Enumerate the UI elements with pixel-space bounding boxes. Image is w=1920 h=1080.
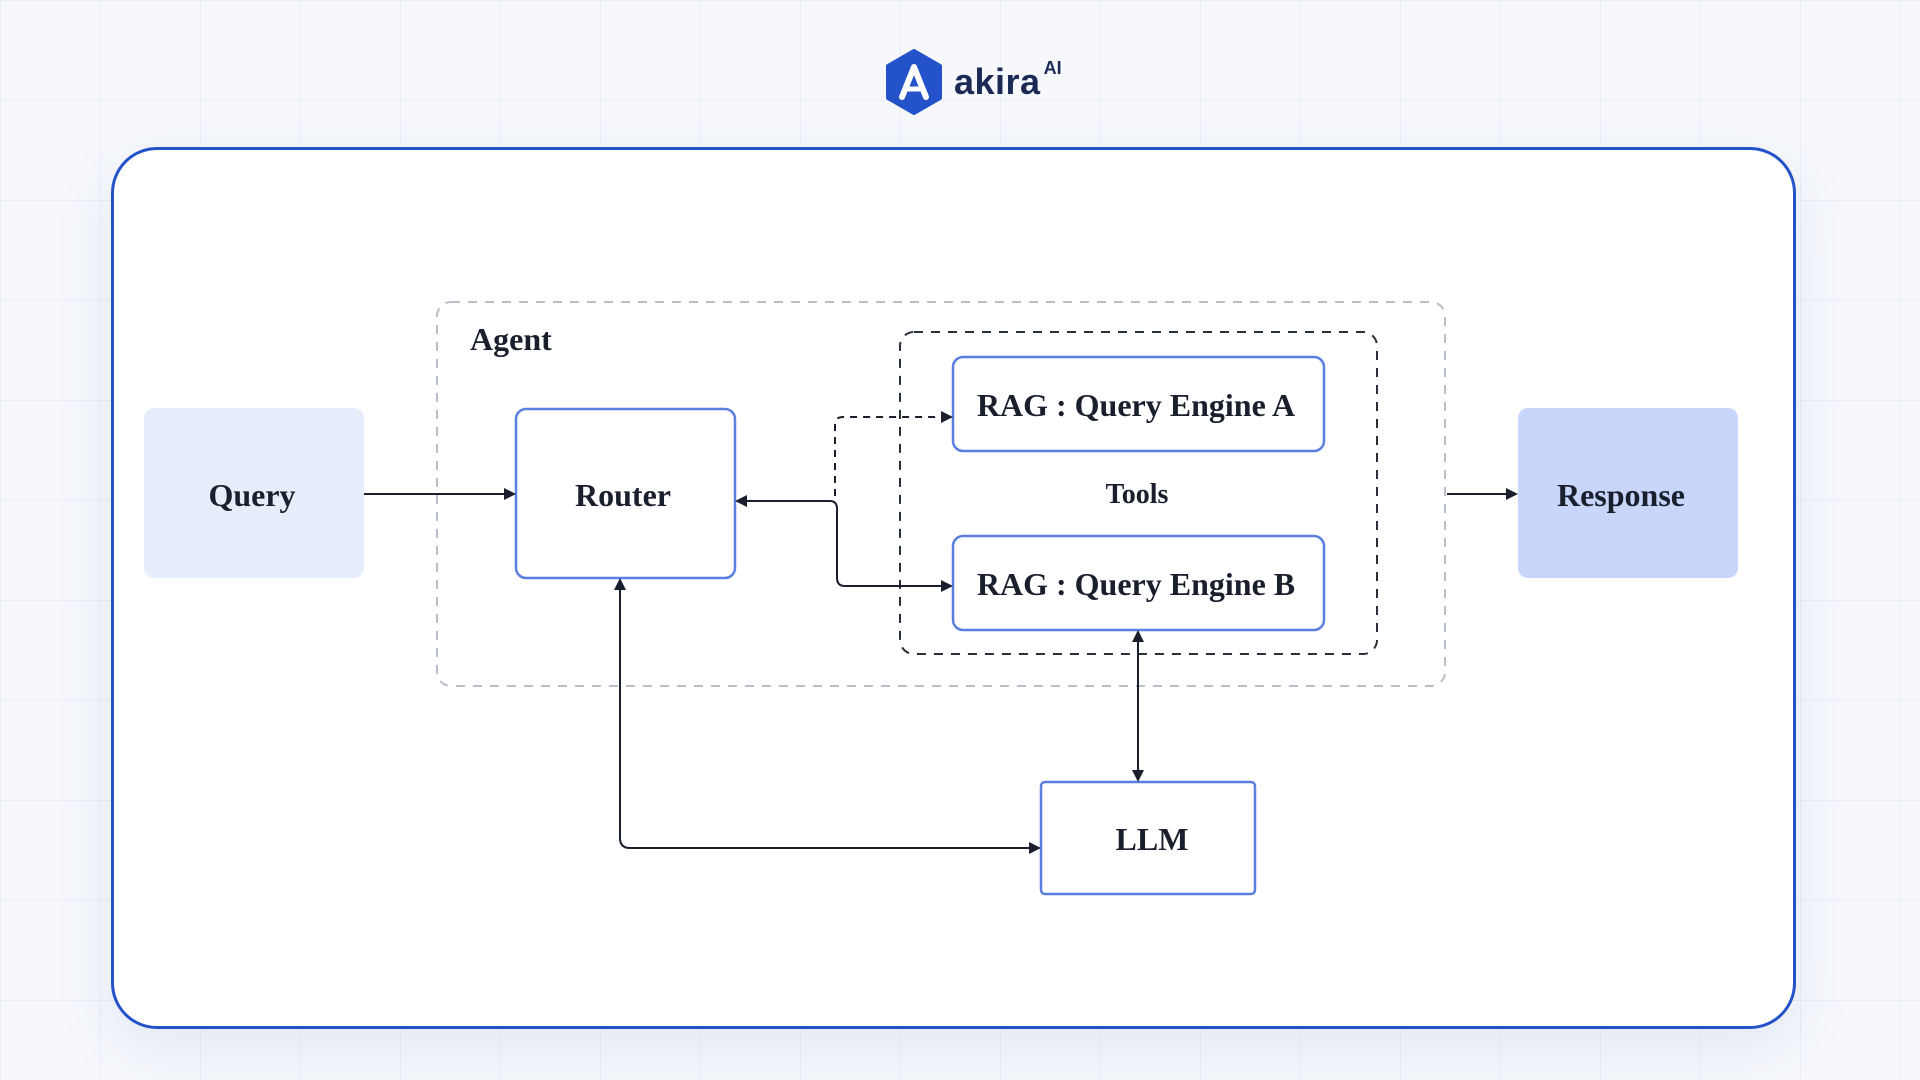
query-engine-a-label: RAG : Query Engine A [977,387,1295,423]
akira-hexagon-icon [886,49,942,115]
akira-logo: akira AI [884,48,1062,116]
router-label: Router [575,477,671,513]
brand-name: akira [954,61,1041,102]
query-label: Query [208,477,295,513]
query-engine-b-label: RAG : Query Engine B [977,566,1295,602]
tools-label: Tools [1106,479,1169,510]
query-engine-a-node [951,355,1326,453]
agent-label: Agent [470,321,552,357]
arrow-router-llm-connector [619,600,1041,854]
response-label: Response [1557,477,1685,513]
arrow-router-to-engine-b [829,500,953,592]
llm-label: LLM [1116,821,1189,857]
arrow-router-to-engine-a [834,411,953,496]
brand-suffix: AI [1043,57,1062,78]
response-node [1518,408,1738,578]
llm-node [1039,780,1257,896]
agent-container [436,301,1446,687]
query-node [144,408,364,578]
